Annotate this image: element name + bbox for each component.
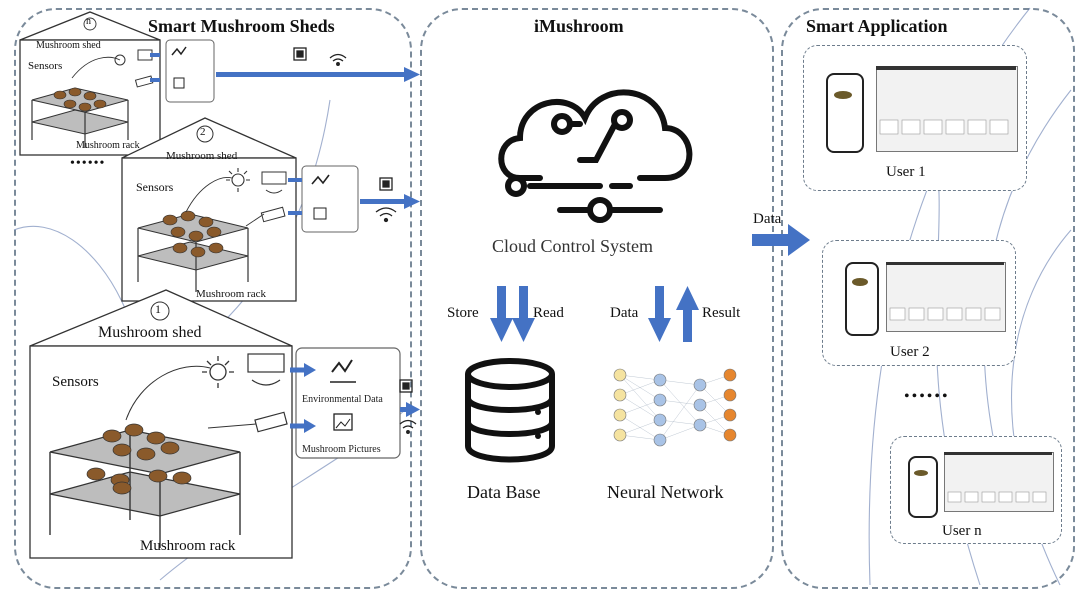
shed-1-label: Mushroom shed (98, 324, 202, 341)
shed-1-rack: Mushroom rack (140, 538, 236, 554)
user-1-dashboard (876, 66, 1018, 152)
app-title: Smart Application (806, 16, 948, 36)
user-n-phone (908, 456, 938, 518)
shed-n-label: Mushroom shed (36, 40, 101, 51)
users-ellipsis: •••••• (904, 388, 950, 405)
read-label: Read (533, 305, 564, 321)
shed-n-sensors: Sensors (28, 60, 63, 72)
shed-2-rack: Mushroom rack (196, 288, 266, 300)
shed-1-pictures: Mushroom Pictures (302, 444, 381, 455)
neural-network-label: Neural Network (607, 482, 724, 502)
cloud-to-app-label: Data (753, 211, 782, 227)
shed-1-number: 1 (155, 302, 161, 316)
cloud-title: iMushroom (534, 16, 624, 36)
user-n-label: User n (942, 523, 982, 539)
user-2-dashboard (886, 262, 1006, 332)
user-2-label: User 2 (890, 344, 930, 360)
user-1-label: User 1 (886, 164, 926, 180)
database-label: Data Base (467, 482, 541, 502)
sheds-ellipsis: •••••• (70, 156, 106, 171)
shed-2-sensors: Sensors (136, 180, 174, 194)
shed-1-env-data: Environmental Data (302, 394, 383, 405)
result-label: Result (702, 305, 741, 321)
user-1-phone (826, 73, 864, 153)
user-2-phone (845, 262, 879, 336)
data-to-nn-label: Data (610, 305, 639, 321)
store-label: Store (447, 305, 479, 321)
shed-2-label: Mushroom shed (166, 150, 238, 162)
sheds-title: Smart Mushroom Sheds (148, 16, 335, 36)
shed-2-number: 2 (200, 126, 206, 138)
shed-n-number: n (86, 16, 91, 27)
shed-1-sensors: Sensors (52, 374, 99, 390)
cloud-system-label: Cloud Control System (492, 236, 654, 256)
shed-n-rack: Mushroom rack (76, 140, 140, 151)
